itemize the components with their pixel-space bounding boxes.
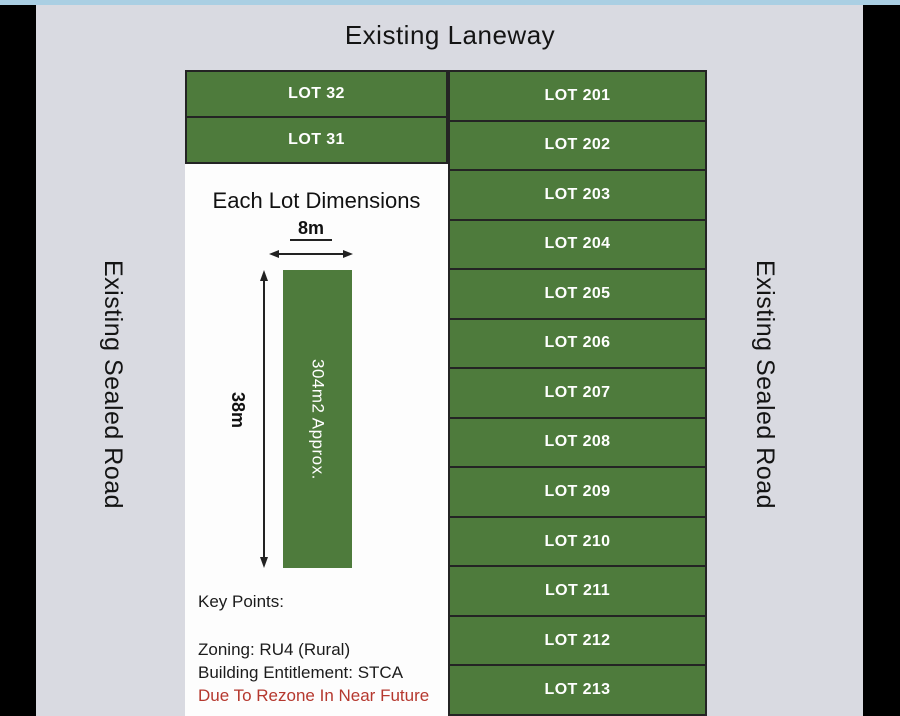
lot-parcel: LOT 207	[448, 367, 707, 419]
rezone-highlight-line: Due To Rezone In Near Future	[198, 686, 430, 705]
key-points-heading: Key Points:	[198, 592, 284, 611]
lot-parcel: LOT 202	[448, 119, 707, 172]
lot-label: LOT 32	[288, 85, 345, 102]
lot-label: LOT 207	[544, 383, 611, 401]
lot-label: LOT 211	[544, 582, 611, 600]
left-road-label: Existing Sealed Road	[99, 260, 127, 510]
sample-lot-shape: 304m2 Approx.	[283, 270, 352, 568]
lot-area-label: 304m2 Approx.	[308, 358, 328, 480]
lot-label: LOT 209	[544, 483, 611, 501]
lot-parcel: LOT 205	[448, 268, 707, 320]
lot-parcel: LOT 211	[448, 565, 707, 617]
lot-parcel: LOT 208	[448, 416, 707, 469]
height-dimension-label: 38m	[228, 392, 248, 429]
lot-label: LOT 210	[544, 532, 611, 550]
lot-parcel: LOT 32	[185, 70, 448, 118]
right-lot-column: LOT 201 LOT 202 LOT 203 LOT 204 LOT 205 …	[448, 70, 707, 716]
lot-parcel: LOT 209	[448, 466, 707, 518]
lot-label: LOT 208	[544, 433, 611, 451]
lot-parcel: LOT 206	[448, 317, 707, 370]
lot-parcel: LOT 201	[448, 70, 707, 122]
dimensions-panel: Each Lot Dimensions 8m 38m 304m2 Approx.…	[185, 164, 448, 716]
dimensions-heading: Each Lot Dimensions	[212, 188, 421, 213]
width-dimension-label: 8m	[269, 218, 353, 241]
lot-parcel: LOT 213	[448, 664, 707, 716]
lot-parcel: LOT 212	[448, 614, 707, 667]
horizontal-dimension-arrow-icon	[269, 250, 353, 258]
lot-parcel: LOT 203	[448, 169, 707, 221]
right-letterbox-bar	[863, 0, 900, 716]
lot-label: LOT 31	[288, 131, 345, 148]
top-strip-decor	[0, 0, 900, 5]
zoning-line: Zoning: RU4 (Rural)	[198, 640, 351, 659]
entitlement-line: Building Entitlement: STCA	[198, 663, 404, 682]
right-road-label: Existing Sealed Road	[751, 260, 779, 510]
lot-parcel: LOT 31	[185, 116, 448, 164]
lot-label: LOT 213	[544, 681, 611, 699]
laneway-title: Existing Laneway	[344, 20, 556, 50]
lot-label: LOT 212	[544, 631, 611, 649]
lot-parcel: LOT 204	[448, 218, 707, 271]
lot-parcel: LOT 210	[448, 515, 707, 568]
lot-label: LOT 201	[544, 86, 611, 104]
left-letterbox-bar	[0, 0, 36, 716]
vertical-dimension-arrow-icon	[260, 270, 268, 568]
left-lot-column: LOT 32 LOT 31	[185, 70, 448, 164]
lot-label: LOT 206	[544, 334, 611, 352]
key-points-block: Key Points: Zoning: RU4 (Rural) Building…	[198, 590, 438, 707]
lot-label: LOT 204	[544, 235, 611, 253]
lot-label: LOT 205	[544, 284, 611, 302]
lot-label: LOT 203	[544, 185, 611, 203]
lot-label: LOT 202	[544, 136, 611, 154]
